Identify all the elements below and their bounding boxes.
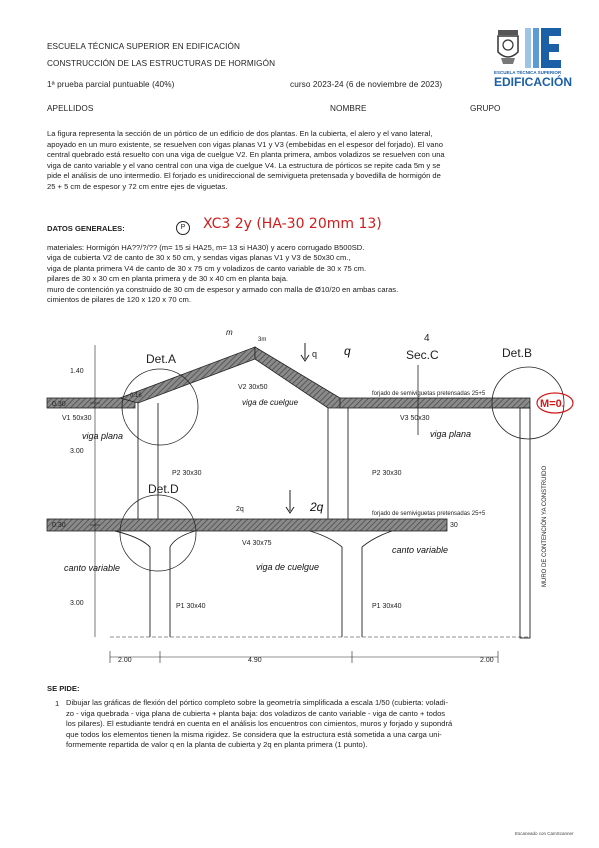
datos-lines: materiales: Hormigón HA??/?/?? (m= 15 si…	[47, 243, 567, 305]
det-a-circle	[121, 368, 199, 446]
v2-label: V2 30x50	[238, 384, 268, 391]
forjado-top-label: forjado de semiviguetas pretensadas 25+5	[372, 391, 486, 397]
dim-490: 4.90	[248, 657, 262, 664]
crest-icon	[493, 28, 523, 68]
se-pide-line: Dibujar las gráficas de flexión del pórt…	[66, 698, 448, 707]
course-name: CONSTRUCCIÓN DE LAS ESTRUCTURAS DE HORMI…	[47, 59, 276, 68]
field-apellidos: APELLIDOS	[47, 104, 94, 113]
scanner-footer: Escaneado con CamScanner	[515, 831, 574, 836]
col-p1-left	[114, 530, 196, 637]
dim-030-upper: 0.30	[52, 401, 66, 408]
course-year: curso 2023-24 (6 de noviembre de 2023)	[290, 80, 443, 89]
p1-left-label: P1 30x40	[176, 603, 206, 610]
se-pide-line: formemente repartida de valor q en la pl…	[66, 740, 368, 750]
hand-cuelgue-top: viga de cuelgue	[242, 398, 299, 407]
dim-030-lower: 0.30	[52, 522, 66, 529]
hand-q2: 2q	[309, 500, 324, 514]
e-logo-icon	[525, 28, 561, 68]
dim-30: 30	[450, 522, 458, 529]
p2-right-label: P2 30x30	[372, 470, 402, 477]
datos-line: pilares de 30 x 30 cm en planta primera …	[47, 274, 289, 284]
logo-small-text: ESCUELA TÉCNICA SUPERIOR	[494, 70, 562, 75]
se-pide-title: SE PIDE:	[47, 684, 80, 693]
se-pide-line: que todos los elementos tienen la misma …	[66, 729, 442, 739]
dim-300-lower: 3.00	[70, 600, 84, 607]
intro-line: pide el análisis de uno intermedio. El f…	[47, 171, 441, 181]
det-d-circle	[119, 494, 197, 572]
m0-circle	[536, 392, 574, 414]
handwritten-exposure: XC3 2y (HA-30 20mm 13)	[203, 216, 382, 232]
field-grupo: GRUPO	[470, 104, 501, 113]
m0-label: M=0.	[540, 398, 565, 410]
test-name: 1ª prueba parcial puntuable (40%)	[47, 80, 175, 89]
dim-200-right: 2.00	[480, 657, 494, 664]
datos-line: muro de contención ya construido de 30 c…	[47, 284, 399, 294]
datos-line: viga de planta primera V4 de canto de 30…	[47, 263, 367, 273]
hand-cuelgue-bottom: viga de cuelgue	[256, 562, 319, 572]
retaining-wall	[519, 407, 531, 639]
se-pide-line: los pilares). El estudiante tendrá en cu…	[66, 719, 453, 729]
hand-canto-left: canto variable	[64, 563, 120, 573]
p2-left-label: P2 30x30	[172, 470, 202, 477]
hand-viga-plana-left: viga plana	[82, 431, 123, 441]
roof-right-span	[339, 397, 531, 409]
school-name: ESCUELA TÉCNICA SUPERIOR EN EDIFICACIÓN	[47, 42, 241, 51]
hand-m: m	[226, 328, 233, 337]
dim-140: 1.40	[70, 368, 84, 375]
se-pide-line: zo - viga quebrada - viga plana de cubie…	[66, 708, 446, 718]
col-p1-right	[309, 530, 393, 637]
field-nombre: NOMBRE	[330, 104, 367, 113]
dim-200-left: 2.00	[118, 657, 132, 664]
hand-q1: q	[344, 344, 351, 358]
dim-300-upper: 3.00	[70, 448, 84, 455]
handwritten-mark: P	[176, 221, 190, 235]
intro-line: viga de canto variable y el vano central…	[47, 160, 441, 170]
load-2q: 2q	[236, 506, 244, 513]
first-floor-slab	[46, 518, 448, 532]
intro-line: apoyado en un muro existente, se resuelv…	[47, 139, 443, 149]
roof-pitched-right	[254, 346, 341, 409]
datos-line: cimientos de pilares de 120 x 120 x 70 c…	[47, 295, 191, 305]
hand-viga-plana-right: viga plana	[430, 429, 471, 439]
v1-label: V1 50x30	[62, 415, 92, 422]
intro-line: La figura representa la sección de un pó…	[47, 129, 433, 138]
hand-canto-right: canto variable	[392, 545, 448, 555]
det-b-label: Det.B	[502, 346, 532, 360]
datos-line: viga de cubierta V2 de canto de 30 x 50 …	[47, 253, 351, 263]
forjado-bottom-label: forjado de semiviguetas pretensadas 25+5	[372, 511, 486, 517]
load-arrowhead	[285, 506, 295, 514]
det-a-label: Det.A	[146, 352, 176, 366]
dim-016: 0.16	[130, 393, 142, 399]
sec-mark: 4	[424, 333, 430, 344]
sec-c-label: Sec.C	[406, 348, 439, 362]
det-d-label: Det.D	[148, 482, 179, 496]
v4-label: V4 30x75	[242, 540, 272, 547]
portico-drawing: Det.A Det.B Det.D Sec.C 4 M=0. V2 30x50 …	[46, 328, 574, 664]
datos-line: materiales: Hormigón HA??/?/?? (m= 15 si…	[47, 243, 365, 252]
intro-paragraph: La figura representa la sección de un pó…	[47, 129, 561, 193]
v3-label: V3 50x30	[400, 415, 430, 422]
det-b-circle	[491, 366, 565, 440]
load-arrowhead	[300, 354, 310, 362]
p1-right-label: P1 30x40	[372, 603, 402, 610]
se-pide-num: 1	[55, 699, 60, 708]
intro-line: 25 + 5 cm de espesor y 72 cm entre ejes …	[47, 181, 228, 191]
logo-big-text: EDIFICACIÓN	[494, 75, 572, 89]
dim-ridge: 3m	[258, 337, 266, 343]
se-pide-text: Dibujar las gráficas de flexión del pórt…	[66, 698, 562, 751]
load-q: q	[312, 349, 317, 359]
datos-title: DATOS GENERALES:	[47, 224, 125, 233]
muro-label: MURO DE CONTENCIÓN YA CONSTRUIDO	[541, 466, 548, 587]
intro-line: central quebrado está resuelto con una v…	[47, 150, 445, 160]
